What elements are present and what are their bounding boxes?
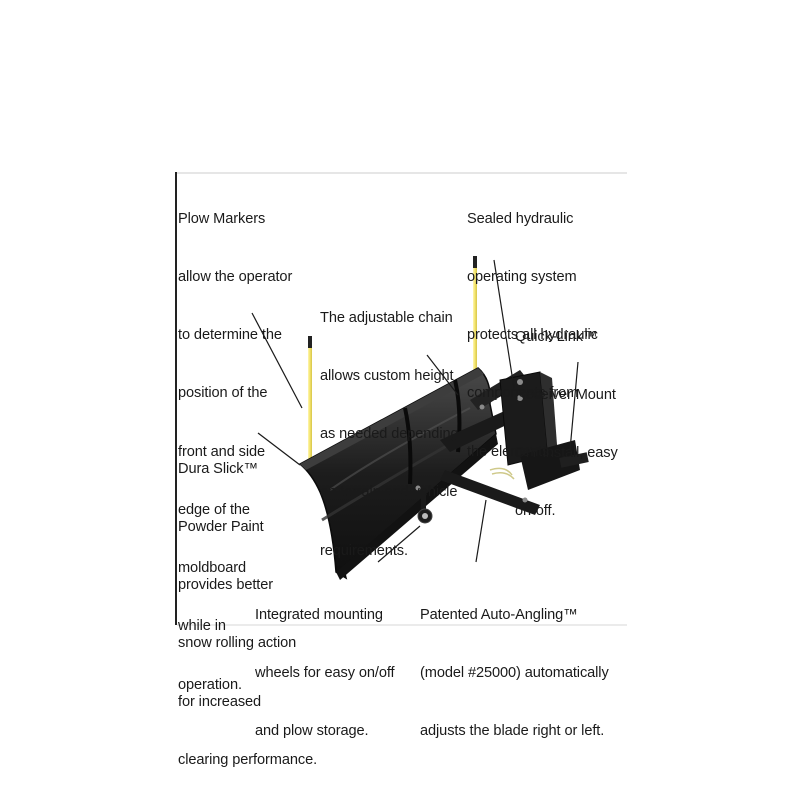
callout-line: components from bbox=[467, 385, 579, 402]
callout-line: as needed depending bbox=[320, 426, 459, 443]
callout-auto-angling: Patented Auto-Angling™ (model #25000) au… bbox=[420, 567, 609, 761]
callout-line: clearing performance. bbox=[178, 751, 318, 768]
plow-marker-right bbox=[473, 256, 477, 370]
callout-line: Quick-Link™ bbox=[515, 328, 598, 345]
callout-line: position of the bbox=[178, 385, 268, 402]
callout-line: protects all hydraulic bbox=[467, 327, 598, 344]
callout-quick-link: Quick-Link™ Receiver Mount DIY install, … bbox=[515, 289, 618, 541]
callout-line: Receiver Mount bbox=[515, 387, 616, 404]
callout-line: adjusts the blade right or left. bbox=[420, 723, 605, 740]
callout-line: to determine the bbox=[178, 327, 282, 344]
callout-line: Sealed hydraulic bbox=[467, 210, 574, 227]
callout-line: snow rolling action bbox=[178, 635, 297, 652]
callout-line: wheels for easy on/off bbox=[255, 665, 395, 682]
callout-line: Powder Paint bbox=[178, 519, 264, 536]
callout-line: on terrain and vehicle bbox=[320, 484, 458, 501]
frame-top-border bbox=[177, 172, 627, 174]
callout-line: the elements. bbox=[467, 443, 554, 460]
callout-line: allow the operator bbox=[178, 269, 293, 286]
callout-line: while in bbox=[178, 618, 226, 635]
callout-line: allows custom height bbox=[320, 368, 454, 385]
callout-line: front and side bbox=[178, 443, 266, 460]
callout-sealed-hydraulic: Sealed hydraulic operating system protec… bbox=[467, 171, 598, 482]
callout-line: provides better bbox=[178, 577, 274, 594]
frame-bottom-border bbox=[177, 624, 627, 626]
callout-plow-markers: Plow Markers allow the operator to deter… bbox=[178, 171, 292, 714]
mounting-wheel bbox=[417, 492, 433, 524]
frame-left-border bbox=[175, 172, 177, 625]
callout-line: Integrated mounting bbox=[255, 606, 383, 623]
callout-line: moldboard bbox=[178, 560, 247, 577]
callout-line: Plow Markers bbox=[178, 210, 266, 227]
callout-line: and plow storage. bbox=[255, 723, 369, 740]
callout-line: DIY install, easy bbox=[515, 445, 618, 462]
callout-line: requirements. bbox=[320, 542, 408, 559]
callout-line: Dura Slick™ bbox=[178, 460, 258, 477]
callout-line: (model #25000) automatically bbox=[420, 665, 609, 682]
leader-lines bbox=[251, 259, 579, 563]
callout-line: on-off. bbox=[515, 503, 556, 520]
plow-marker-left bbox=[308, 336, 312, 466]
callout-adjustable-chain: The adjustable chain allows custom heigh… bbox=[320, 270, 459, 581]
callout-mounting-wheels: Integrated mounting wheels for easy on/o… bbox=[255, 567, 395, 761]
callout-line: The adjustable chain bbox=[320, 309, 453, 326]
callout-line: Patented Auto-Angling™ bbox=[420, 606, 578, 623]
callout-dura-slick: Dura Slick™ Powder Paint provides better… bbox=[178, 421, 317, 790]
callout-line: operation. bbox=[178, 676, 242, 693]
callout-line: for increased bbox=[178, 693, 262, 710]
callout-line: edge of the bbox=[178, 501, 250, 518]
callout-line: operating system bbox=[467, 269, 577, 286]
